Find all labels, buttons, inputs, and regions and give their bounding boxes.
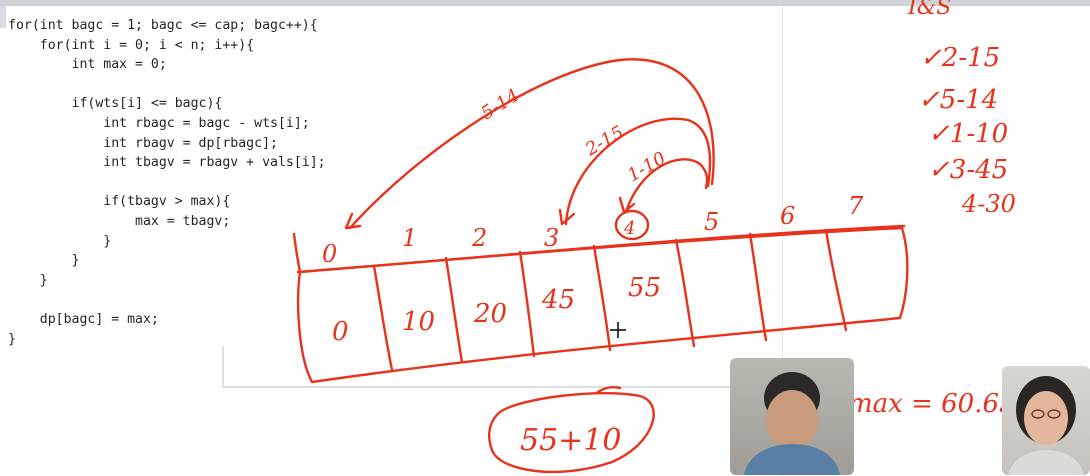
code-line: int rbagc = bagc - wts[i]; <box>8 115 310 131</box>
arc-arrow-2-15 <box>564 117 712 226</box>
sum-label: 55+10 <box>520 423 621 458</box>
code-line: for(int bagc = 1; bagc <= cap; bagc++){ <box>8 18 318 33</box>
sum-circle-tail <box>596 386 622 394</box>
cursor-crosshair-icon <box>610 322 626 338</box>
index-label: 0 <box>322 240 337 268</box>
code-line: for(int i = 0; i < n; i++){ <box>8 37 255 53</box>
dp-cell-divider <box>824 228 848 332</box>
index-label: 6 <box>780 202 795 230</box>
presenter-webcam-secondary <box>1002 366 1090 475</box>
presenter-webcam <box>730 358 854 475</box>
index-label: 3 <box>544 224 559 252</box>
arc-arrowhead <box>618 196 636 214</box>
item-entry: ✓5-14 <box>918 85 998 115</box>
item-entry: ✓2-15 <box>920 43 1000 73</box>
dp-array-index-bracket <box>292 232 302 274</box>
dp-cell-divider <box>748 232 768 342</box>
index-label: 5 <box>704 208 719 236</box>
panel-divider <box>782 6 783 476</box>
code-line: } <box>8 253 80 269</box>
code-line: } <box>8 272 48 288</box>
dp-cell-value: 55 <box>628 273 661 303</box>
frame-edge-left <box>222 346 224 388</box>
sum-circle <box>488 391 655 474</box>
code-line: max = tbagv; <box>8 213 231 229</box>
max-label: max = 60.65 <box>848 389 1016 419</box>
arc-arrow-1-10 <box>624 158 709 214</box>
code-line: dp[bagc] = max; <box>8 311 159 327</box>
index-label: 1 <box>402 224 417 252</box>
dp-cell-divider <box>674 238 696 348</box>
index-label: 7 <box>848 192 864 220</box>
dp-array-row-divider <box>296 224 906 274</box>
arc-label: 5-14 <box>478 85 523 124</box>
code-line: int rbagv = dp[rbagc]; <box>8 135 278 151</box>
code-line: int max = 0; <box>8 57 167 73</box>
code-block: for(int bagc = 1; bagc <= cap; bagc++){ … <box>8 16 326 349</box>
dp-cell-divider <box>518 250 536 358</box>
item-entry: ✓1-10 <box>928 119 1008 149</box>
arc-arrowhead <box>558 208 576 226</box>
circled-index-4 <box>614 209 650 241</box>
top-window-bar <box>0 0 1090 6</box>
code-line: } <box>8 233 112 249</box>
arc-arrow-5-14 <box>348 58 715 230</box>
code-line: int tbagv = rbagv + vals[i]; <box>8 155 326 171</box>
dp-cell-divider <box>592 244 612 352</box>
dp-cell-value: 45 <box>541 285 575 315</box>
index-label: 4 <box>623 218 635 239</box>
arc-label: 1-10 <box>624 148 670 186</box>
arc-arrowhead <box>344 212 362 230</box>
item-entry: ✓3-45 <box>928 155 1008 185</box>
dp-cell-value: 10 <box>402 307 435 337</box>
item-entry: 4-30 <box>961 190 1016 218</box>
code-line: } <box>8 331 16 347</box>
code-line: if(tbagv > max){ <box>8 194 231 210</box>
items-header: I&S <box>907 0 951 20</box>
code-line: if(wts[i] <= bagc){ <box>8 96 223 112</box>
dp-cell-value: 0 <box>332 317 349 347</box>
frame-edge-bottom <box>222 386 782 388</box>
presenter-avatar <box>744 372 840 475</box>
dp-cell-value: 20 <box>473 299 507 329</box>
presenter-avatar <box>1008 376 1084 475</box>
arc-label: 2-15 <box>581 122 627 161</box>
code-gutter-marker <box>0 6 6 28</box>
dp-cell-divider <box>372 264 394 372</box>
dp-cell-divider <box>444 256 464 364</box>
code-editor: for(int bagc = 1; bagc <= cap; bagc++){ … <box>0 6 780 349</box>
index-label: 2 <box>471 224 487 252</box>
